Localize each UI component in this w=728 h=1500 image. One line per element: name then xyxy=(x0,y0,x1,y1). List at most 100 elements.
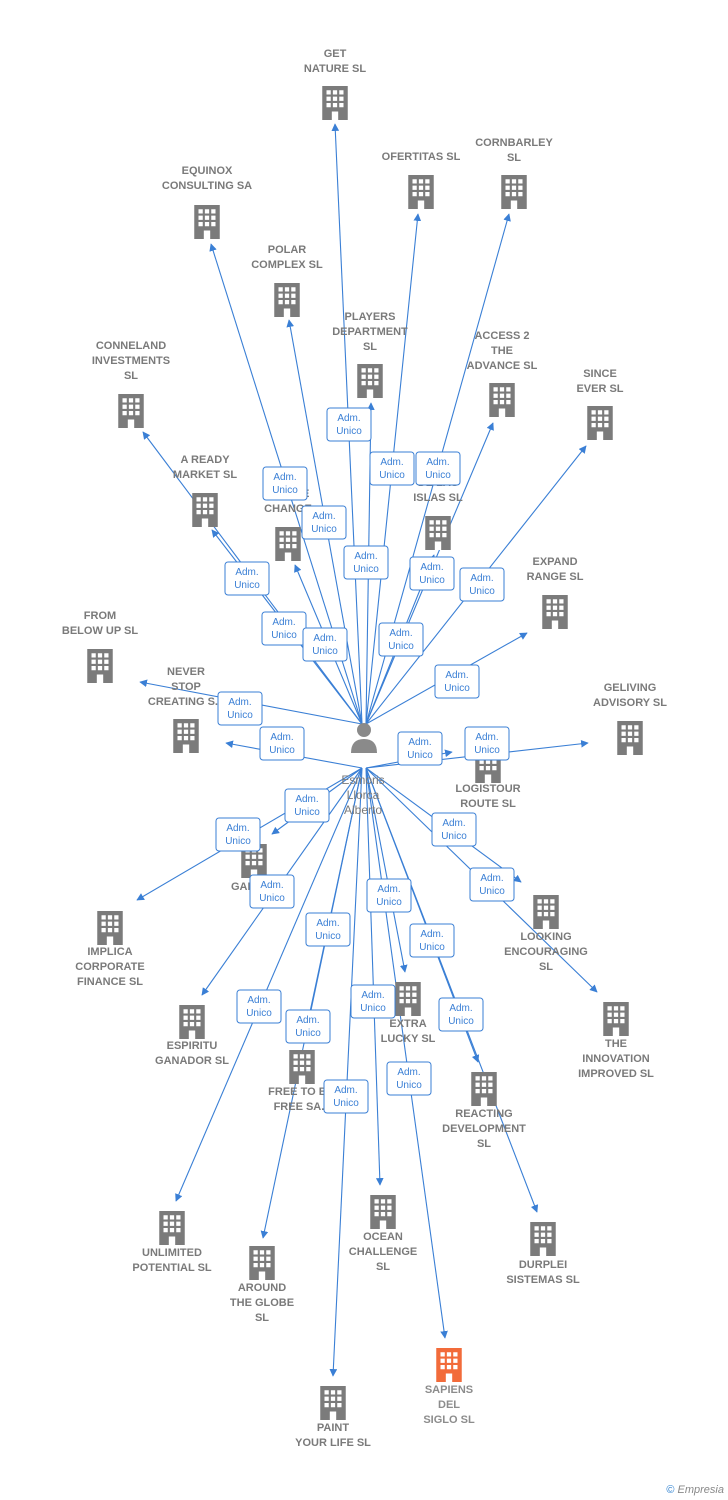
role-text: Unico xyxy=(312,646,338,657)
role-text: Unico xyxy=(353,564,379,575)
company-name-line: OCEAN xyxy=(363,1231,403,1243)
company-name-line: SL xyxy=(376,1261,390,1273)
building-icon xyxy=(408,175,434,209)
edge-role-label: Adm.Unico xyxy=(409,556,455,591)
edge-role-label: Adm.Unico xyxy=(224,561,270,596)
edge-role-label: Adm.Unico xyxy=(397,731,443,766)
role-text: Adm. xyxy=(316,918,339,929)
company-name-line: DEL xyxy=(438,1399,460,1411)
role-text: Adm. xyxy=(449,1003,472,1014)
company-name-line: DEVELOPMENT xyxy=(442,1123,526,1135)
role-text: Unico xyxy=(444,683,470,694)
company-name-line: CHANGE xyxy=(264,503,312,515)
building-icon xyxy=(489,383,515,417)
role-text: Adm. xyxy=(420,562,443,573)
company-name-line: COMPLEX SL xyxy=(251,259,323,271)
role-text: Unico xyxy=(441,831,467,842)
edge-role-label: Adm.Unico xyxy=(469,867,515,902)
footer-credit[interactable]: © Empresia xyxy=(666,1484,724,1496)
role-text: Adm. xyxy=(273,472,296,483)
company-name-line: CONNELAND xyxy=(96,340,166,352)
building-icon xyxy=(533,895,559,929)
edge-extra-lucky xyxy=(365,767,408,973)
company-node-ofertitas[interactable]: OFERTITAS SL xyxy=(382,151,461,209)
company-name-line: SL xyxy=(477,1138,491,1150)
building-icon xyxy=(603,1002,629,1036)
role-text: Adm. xyxy=(397,1067,420,1078)
edge-role-label: Adm.Unico xyxy=(369,451,415,486)
edge-role-label: Adm.Unico xyxy=(326,407,372,442)
edge-role-label: Adm.Unico xyxy=(301,505,347,540)
edge-role-label: Adm.Unico xyxy=(350,984,396,1019)
role-text: Adm. xyxy=(260,880,283,891)
edge-unlimited xyxy=(175,767,363,1202)
company-name-line: FREE TO B... xyxy=(268,1086,336,1098)
role-text: Unico xyxy=(396,1080,422,1091)
company-name-line: FINANCE SL xyxy=(77,976,143,988)
company-name-line: SL xyxy=(124,370,138,382)
company-name-line: ENCOURAGING xyxy=(504,946,588,958)
role-text: Unico xyxy=(259,893,285,904)
company-name-line: SL xyxy=(255,1312,269,1324)
company-name-line: DEPARTMENT xyxy=(332,326,408,338)
building-icon xyxy=(274,283,300,317)
role-text: Adm. xyxy=(361,990,384,1001)
role-text: Unico xyxy=(294,807,320,818)
company-name-line: MARKET SL xyxy=(173,469,237,481)
role-text: Adm. xyxy=(408,737,431,748)
company-name-line: SL xyxy=(363,341,377,353)
company-node-free-to-be[interactable]: FREE TO B...FREE SA... xyxy=(268,1050,336,1113)
role-text: Unico xyxy=(246,1008,272,1019)
edge-role-label: Adm.Unico xyxy=(434,664,480,699)
building-icon xyxy=(370,1195,396,1229)
company-name-line: ACCESS 2 xyxy=(474,330,529,342)
company-node-a-ready-market[interactable]: A READY MARKET SL xyxy=(173,454,237,527)
company-name-line: UNLIMITED xyxy=(142,1247,202,1259)
role-text: Adm. xyxy=(377,884,400,895)
role-text: Adm. xyxy=(354,551,377,562)
role-text: Adm. xyxy=(295,794,318,805)
role-text: Adm. xyxy=(272,617,295,628)
building-icon xyxy=(617,721,643,755)
person-name-line: Llorca xyxy=(347,788,380,802)
edge-role-label: Adm.Unico xyxy=(217,691,263,726)
role-text: Adm. xyxy=(270,732,293,743)
role-text: Adm. xyxy=(313,633,336,644)
company-name-line: A READY xyxy=(180,454,230,466)
role-text: Unico xyxy=(425,470,451,481)
role-text: Unico xyxy=(234,580,260,591)
building-icon xyxy=(179,1005,205,1039)
company-name-line: LUCKY SL xyxy=(381,1033,436,1045)
edge-role-label: Adm.Unico xyxy=(259,726,305,761)
edge-role-label: Adm.Unico xyxy=(285,1009,331,1044)
company-name-line: BELOW UP SL xyxy=(62,625,138,637)
brand-name: Empresia xyxy=(677,1484,724,1496)
role-text: Unico xyxy=(271,630,297,641)
